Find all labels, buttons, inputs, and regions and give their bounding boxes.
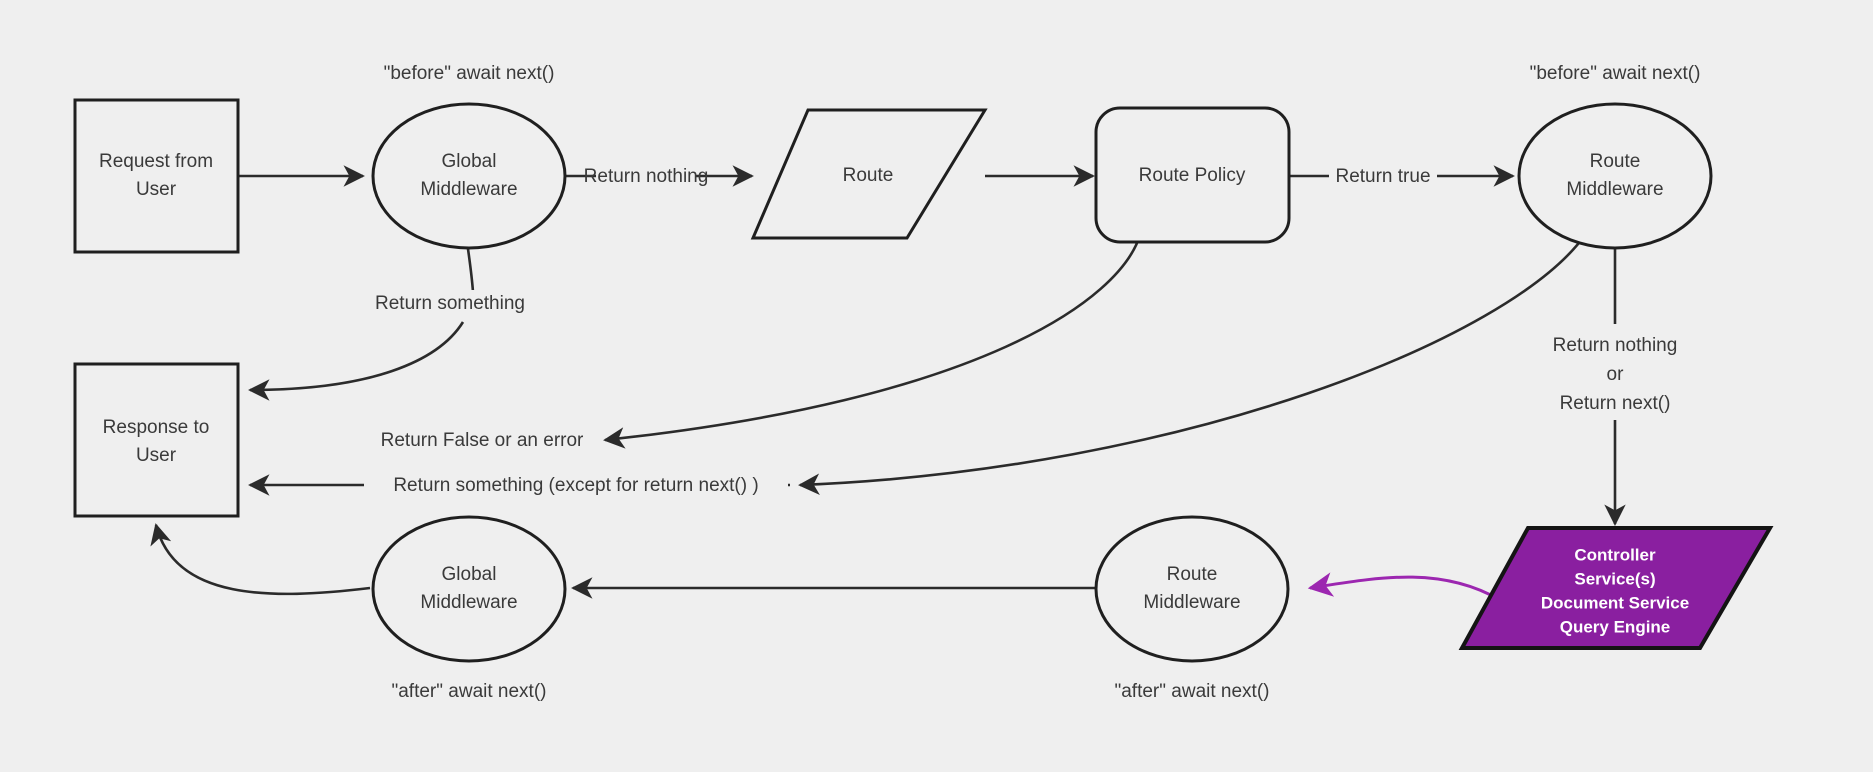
- node-global-middleware-bottom-label-line2: Middleware: [420, 592, 517, 613]
- node-response-to-user-label-line1: Response to: [103, 417, 210, 438]
- edge-label-return-false-or-error: Return False or an error: [381, 430, 584, 451]
- node-global-middleware-top-label-line2: Middleware: [420, 179, 517, 200]
- edge-label-return-something-except: Return something (except for return next…: [393, 475, 758, 496]
- edge-label-return-something: Return something: [375, 293, 525, 314]
- annotation-after-await-next-left: "after" await next(): [392, 681, 547, 702]
- node-response-to-user[interactable]: [73, 362, 240, 518]
- node-route-policy-label: Route Policy: [1139, 165, 1246, 186]
- edge-global-middleware-to-response-tail: [248, 321, 465, 401]
- node-route-policy[interactable]: [1094, 106, 1291, 244]
- edge-label-return-nothing-or-next-line3: Return next(): [1560, 393, 1671, 414]
- edge-route-middleware-to-response: [798, 234, 1587, 495]
- node-request-from-user-label-line1: Request from: [99, 151, 213, 172]
- node-controller-label-line3: Document Service: [1541, 593, 1689, 612]
- node-route-middleware-bottom[interactable]: [1094, 515, 1290, 663]
- node-route-middleware-bottom-label-line2: Middleware: [1143, 592, 1240, 613]
- node-controller-label-line4: Query Engine: [1560, 617, 1671, 636]
- node-controller-label-line1: Controller: [1574, 545, 1656, 564]
- edge-label-return-nothing-or-next-line1: Return nothing: [1553, 335, 1678, 356]
- node-global-middleware-bottom[interactable]: [371, 515, 567, 663]
- node-route[interactable]: [750, 108, 988, 240]
- annotation-before-await-next-left: "before" await next(): [384, 63, 555, 84]
- node-request-from-user-label-line2: User: [136, 179, 177, 200]
- node-route-middleware-bottom-label-line1: Route: [1167, 564, 1218, 585]
- node-controller-services[interactable]: [1458, 526, 1774, 650]
- edge-controller-to-route-middleware-bottom: [1307, 572, 1501, 602]
- node-response-to-user-label-line2: User: [136, 445, 177, 466]
- edge-route-policy-to-response: [603, 234, 1142, 449]
- annotation-after-await-next-right: "after" await next(): [1115, 681, 1270, 702]
- edge-global-middleware-bottom-to-response: [150, 523, 371, 596]
- edge-label-return-true: Return true: [1335, 166, 1430, 187]
- node-route-middleware-top-label-line1: Route: [1590, 151, 1641, 172]
- edge-label-return-nothing: Return nothing: [584, 166, 709, 187]
- node-route-middleware-top[interactable]: [1517, 102, 1713, 250]
- node-global-middleware-top-label-line1: Global: [442, 151, 497, 172]
- node-global-middleware-top[interactable]: [371, 102, 567, 250]
- node-route-middleware-top-label-line2: Middleware: [1566, 179, 1663, 200]
- node-controller-label-line2: Service(s): [1574, 569, 1655, 588]
- annotation-before-await-next-right: "before" await next(): [1530, 63, 1701, 84]
- node-global-middleware-bottom-label-line1: Global: [442, 564, 497, 585]
- edge-label-return-nothing-or-next-line2: or: [1607, 364, 1625, 385]
- node-route-label: Route: [843, 165, 894, 186]
- node-request-from-user[interactable]: [73, 98, 240, 254]
